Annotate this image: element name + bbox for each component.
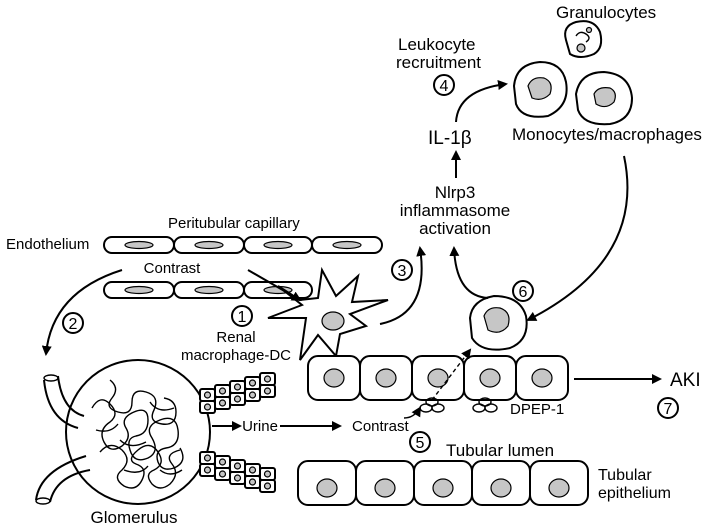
peritubular-capillary-label: Peritubular capillary <box>168 215 300 232</box>
macrophage-cell <box>574 70 634 126</box>
endothelium-label: Endothelium <box>6 236 89 253</box>
il1b-label: IL-1β <box>428 128 472 149</box>
renal-macrophage-dc-label-line1: Renal <box>216 329 255 346</box>
endothelial-cell <box>243 281 313 299</box>
arrow-monocyte-to-nlrp3 <box>449 246 489 299</box>
step-6-number: 6 <box>519 284 528 301</box>
pathway-arrows <box>41 80 662 431</box>
leukocyte-recruitment-label-line1: Leukocyte <box>398 35 476 54</box>
epithelial-cell <box>411 355 465 401</box>
tubular-epithelium-upper <box>307 355 569 401</box>
proximal-tubule-lower <box>199 451 276 493</box>
step-1-number: 1 <box>238 309 247 326</box>
arrow-il1b-to-recruitment <box>455 80 508 123</box>
epithelial-cell <box>463 355 517 401</box>
leukocyte-recruitment-label-line2: recruitment <box>396 53 481 72</box>
epithelial-cell <box>355 460 415 506</box>
epithelial-cell <box>413 460 473 506</box>
aki-label: AKI <box>670 370 701 391</box>
urine-label: Urine <box>242 418 278 435</box>
step-markers <box>62 74 679 453</box>
dpep1-label: DPEP-1 <box>510 401 564 418</box>
endothelial-cell <box>103 236 175 254</box>
epithelial-cell <box>529 460 589 506</box>
arrow-macrophage-to-nlrp3 <box>379 246 427 325</box>
granulocytes-label: Granulocytes <box>556 3 656 22</box>
step-2-number: 2 <box>69 316 78 333</box>
arrow-contrast-uptake <box>431 348 472 401</box>
arrow-contrast-to-glomerulus <box>41 269 123 356</box>
endothelial-cell <box>103 281 175 299</box>
dpep1-transporters <box>419 397 498 413</box>
step-5-number: 5 <box>416 435 425 452</box>
peritubular-capillary <box>103 236 383 299</box>
proximal-tubule-upper <box>199 372 276 414</box>
infiltrating-monocyte <box>468 294 528 351</box>
tubular-epithelium-label-line1: Tubular <box>598 467 652 484</box>
monocytes-macrophages-label: Monocytes/macrophages <box>512 125 702 144</box>
endothelial-cell <box>173 281 245 299</box>
tubular-epithelium-label-line2: epithelium <box>598 485 671 502</box>
tubular-epithelium-lower <box>297 460 589 506</box>
epithelial-cell <box>297 460 357 506</box>
nlrp3-label-line3: activation <box>419 219 491 238</box>
epithelial-cell <box>307 355 361 401</box>
glomerulus <box>35 359 211 505</box>
renal-macrophage-dc <box>267 266 389 361</box>
epithelial-cell <box>515 355 569 401</box>
glomerulus-label: Glomerulus <box>91 508 178 527</box>
nlrp3-label-line1: Nlrp3 <box>435 183 476 202</box>
step-7-number: 7 <box>664 401 673 418</box>
epithelial-cell <box>359 355 413 401</box>
macrophage-cell <box>512 60 568 118</box>
contrast-label-vessel: Contrast <box>144 260 202 277</box>
arrow-monocytes-to-tubule <box>526 155 629 321</box>
granulocyte-cell <box>564 20 603 58</box>
arrow-contrast-to-dpep <box>403 406 422 419</box>
contrast-label-tubule: Contrast <box>352 418 410 435</box>
endothelial-cell <box>243 236 313 254</box>
endothelial-cell <box>173 236 245 254</box>
nlrp3-label-line2: inflammasome <box>400 201 511 220</box>
tubular-lumen-label: Tubular lumen <box>446 441 554 460</box>
endothelial-cell <box>311 236 383 254</box>
step-4-number: 4 <box>440 78 449 95</box>
renal-macrophage-dc-label-line2: macrophage-DC <box>181 347 291 364</box>
step-3-number: 3 <box>398 263 407 280</box>
epithelial-cell <box>471 460 531 506</box>
arrow-contrast-to-macrophage <box>247 269 302 301</box>
